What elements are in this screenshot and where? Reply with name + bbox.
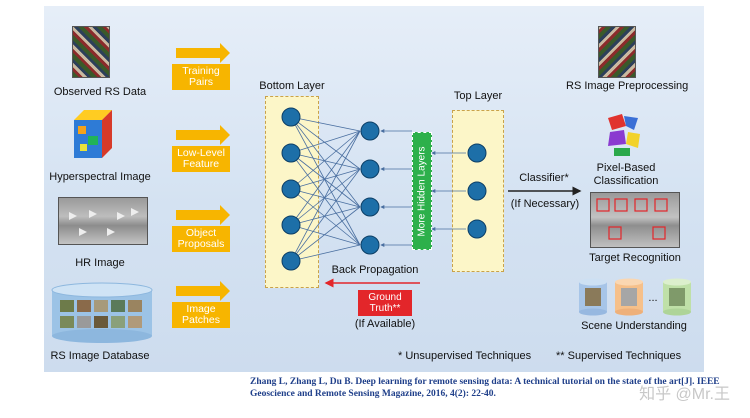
scene-cylinder-1 [578, 278, 608, 316]
low-level-label: Low-Level Feature [172, 146, 230, 172]
edge-bottom-hidden [290, 116, 361, 208]
hyperspectral-thumbnail [72, 108, 114, 160]
pixel-based-label: Pixel-Based Classification [593, 162, 659, 187]
top-layer-label: Top Layer [453, 90, 503, 102]
hr-image-label: HR Image [75, 257, 125, 269]
edge-bottom-hidden [290, 116, 361, 246]
bottom-layer-node [281, 107, 301, 127]
rs-database-label: RS Image Database [50, 350, 150, 362]
edge-bottom-hidden [290, 130, 361, 190]
if-available-label: (If Available) [354, 318, 416, 330]
edge-bottom-hidden [290, 206, 361, 262]
hidden-layer-node [360, 121, 380, 141]
arrow-training-pairs [176, 43, 230, 63]
rs-database-cylinder [50, 282, 154, 344]
scene-cylinder-2 [614, 278, 644, 316]
classifier-label: Classifier* [519, 172, 569, 184]
observed-rs-label: Observed RS Data [53, 86, 147, 98]
if-necessary-label: (If Necessary) [510, 198, 580, 210]
edge-bottom-hidden [290, 188, 361, 246]
edge-bottom-hidden [290, 206, 361, 226]
footnote-supervised: ** Supervised Techniques [556, 350, 682, 362]
hidden-layer-node [360, 159, 380, 179]
training-pairs-label: Training Pairs [172, 64, 230, 90]
scene-understanding-label: Scene Understanding [581, 320, 687, 332]
object-proposals-label: Object Proposals [172, 226, 230, 252]
top-layer-node [467, 181, 487, 201]
edge-bottom-hidden [290, 188, 361, 208]
edge-bottom-hidden [290, 152, 361, 246]
top-layer-node [467, 219, 487, 239]
arrow-object-proposals [176, 205, 230, 225]
image-patches-label: Image Patches [172, 302, 230, 328]
scene-ellipsis: ... [648, 292, 658, 304]
footnote-unsupervised: * Unsupervised Techniques [398, 350, 532, 362]
citation: Zhang L, Zhang L, Du B. Deep learning fo… [250, 377, 720, 399]
preprocessing-label: RS Image Preprocessing [566, 80, 689, 92]
back-propagation-label: Back Propagation [331, 264, 419, 276]
ground-truth-label: Ground Truth** [358, 290, 412, 316]
bottom-layer-label: Bottom Layer [259, 80, 325, 92]
edge-bottom-hidden [290, 130, 361, 154]
observed-rs-thumbnail [72, 26, 110, 78]
hr-image-thumbnail [58, 197, 148, 245]
edge-bottom-hidden [290, 116, 361, 132]
bottom-layer-node [281, 143, 301, 163]
scene-cylinder-3 [662, 278, 692, 316]
edge-bottom-hidden [290, 116, 361, 170]
watermark: 知乎 @Mr.王 [639, 386, 730, 403]
arrow-image-patches [176, 281, 230, 301]
edge-bottom-hidden [290, 130, 361, 262]
edge-bottom-hidden [290, 168, 361, 262]
edge-bottom-hidden [290, 168, 361, 226]
hidden-layer-node [360, 235, 380, 255]
edge-bottom-hidden [290, 168, 361, 190]
edge-bottom-hidden [290, 152, 361, 208]
bottom-layer-node [281, 215, 301, 235]
preprocessing-thumbnail [598, 26, 636, 78]
edge-bottom-hidden [290, 244, 361, 262]
bottom-layer-node [281, 251, 301, 271]
bottom-layer-node [281, 179, 301, 199]
edge-bottom-hidden [290, 130, 361, 226]
hyperspectral-label: Hyperspectral Image [49, 171, 151, 183]
edge-bottom-hidden [290, 152, 361, 170]
pixel-based-thumbnail [604, 112, 644, 158]
edge-bottom-hidden [290, 224, 361, 246]
top-layer-node [467, 143, 487, 163]
target-recognition-label: Target Recognition [589, 252, 681, 264]
target-recognition-thumbnail [590, 192, 680, 248]
hidden-layer-node [360, 197, 380, 217]
arrow-low-level [176, 125, 230, 145]
